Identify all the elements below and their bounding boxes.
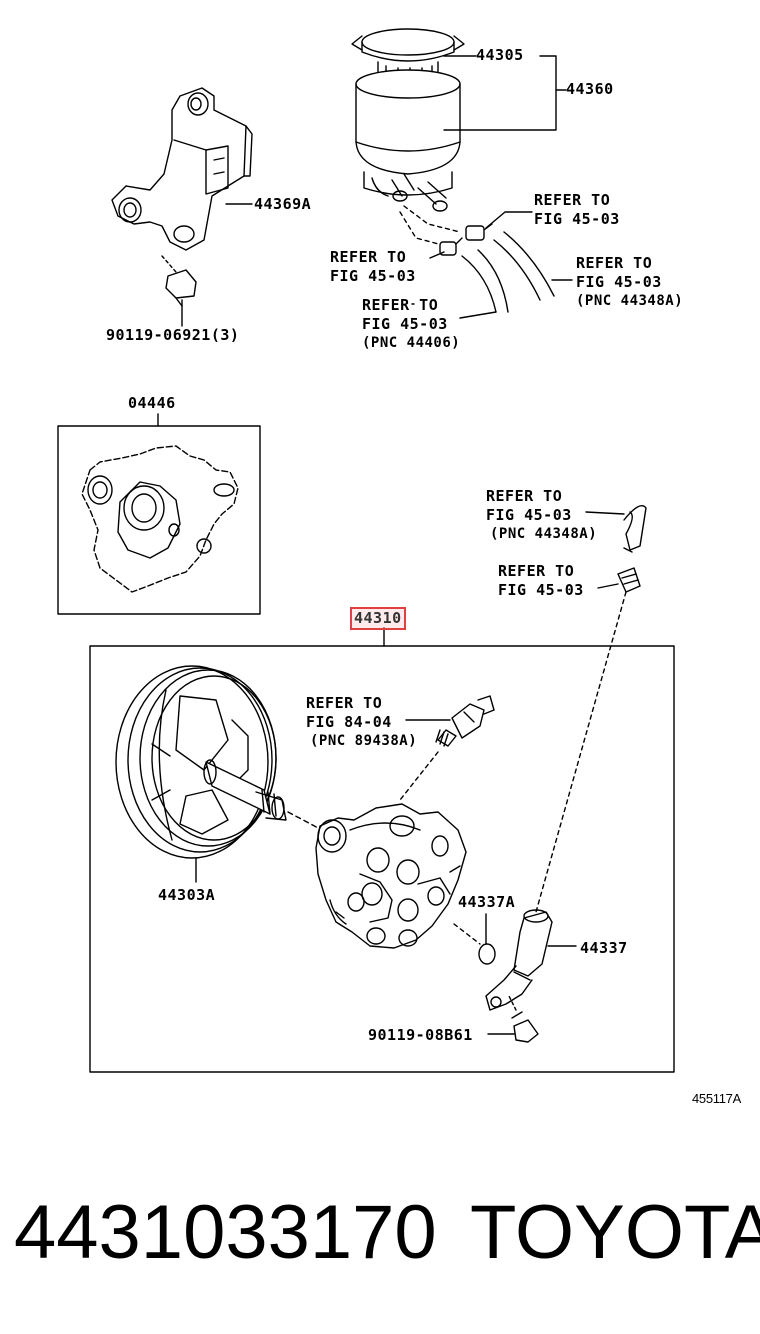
caption-brand: TOYOTA <box>470 1190 760 1275</box>
reservoir-body-drawing <box>356 70 460 211</box>
ref-4-line-3: (PNC 44406) <box>362 335 461 351</box>
label-bracket: 44369A <box>254 195 312 213</box>
ref-4-line-2: FIG 45-03 <box>362 315 448 333</box>
ref-5-line-3: (PNC 44348A) <box>490 526 598 542</box>
caption-part-number: 4431033170 <box>14 1190 437 1275</box>
ref-7-line-3: (PNC 89438A) <box>310 733 418 749</box>
ref-3-line-3: (PNC 44348A) <box>576 293 684 309</box>
ref-1-line-2: FIG 45-03 <box>534 210 620 228</box>
label-pulley: 44303A <box>158 886 216 904</box>
bracket-drawing <box>112 88 252 250</box>
ref-5-line-2: FIG 45-03 <box>486 506 572 524</box>
ref-2-line-1: REFER TO <box>330 248 407 266</box>
label-gasket-kit: 04446 <box>128 394 176 412</box>
pressure-switch-drawing <box>436 696 494 746</box>
ref-7-line-2: FIG 84-04 <box>306 713 392 731</box>
pump-body-drawing <box>316 804 466 948</box>
ref-1-line-1: REFER TO <box>534 191 611 209</box>
hose-right-drawing <box>624 506 646 552</box>
ref-4-line-1: REFER TO <box>362 296 439 314</box>
label-cap: 44305 <box>476 46 524 64</box>
ref-7-line-1: REFER TO <box>306 694 383 712</box>
reservoir-cap-drawing <box>352 29 464 84</box>
figure-id: 455117A <box>692 1091 741 1106</box>
label-oring: 44337A <box>458 893 516 911</box>
label-bolt-top: 90119-06921(3) <box>106 326 240 344</box>
label-pump-assy[interactable]: 44310 <box>350 607 406 630</box>
label-union: 44337 <box>580 939 628 957</box>
union-drawing <box>486 910 552 1010</box>
ref-3-line-1: REFER TO <box>576 254 653 272</box>
gasket-kit-drawing <box>82 446 238 592</box>
pulley-drawing <box>116 666 286 858</box>
ref-2-line-2: FIG 45-03 <box>330 267 416 285</box>
label-bolt-bottom: 90119-08B61 <box>368 1026 473 1044</box>
clamp-right-drawing <box>618 568 640 592</box>
ref-5-line-1: REFER TO <box>486 487 563 505</box>
bolt-bottom-drawing <box>512 1012 538 1042</box>
ref-3-line-2: FIG 45-03 <box>576 273 662 291</box>
label-reservoir: 44360 <box>566 80 614 98</box>
ref-6-line-2: FIG 45-03 <box>498 581 584 599</box>
bolt-top-drawing <box>166 270 196 306</box>
ref-6-line-1: REFER TO <box>498 562 575 580</box>
